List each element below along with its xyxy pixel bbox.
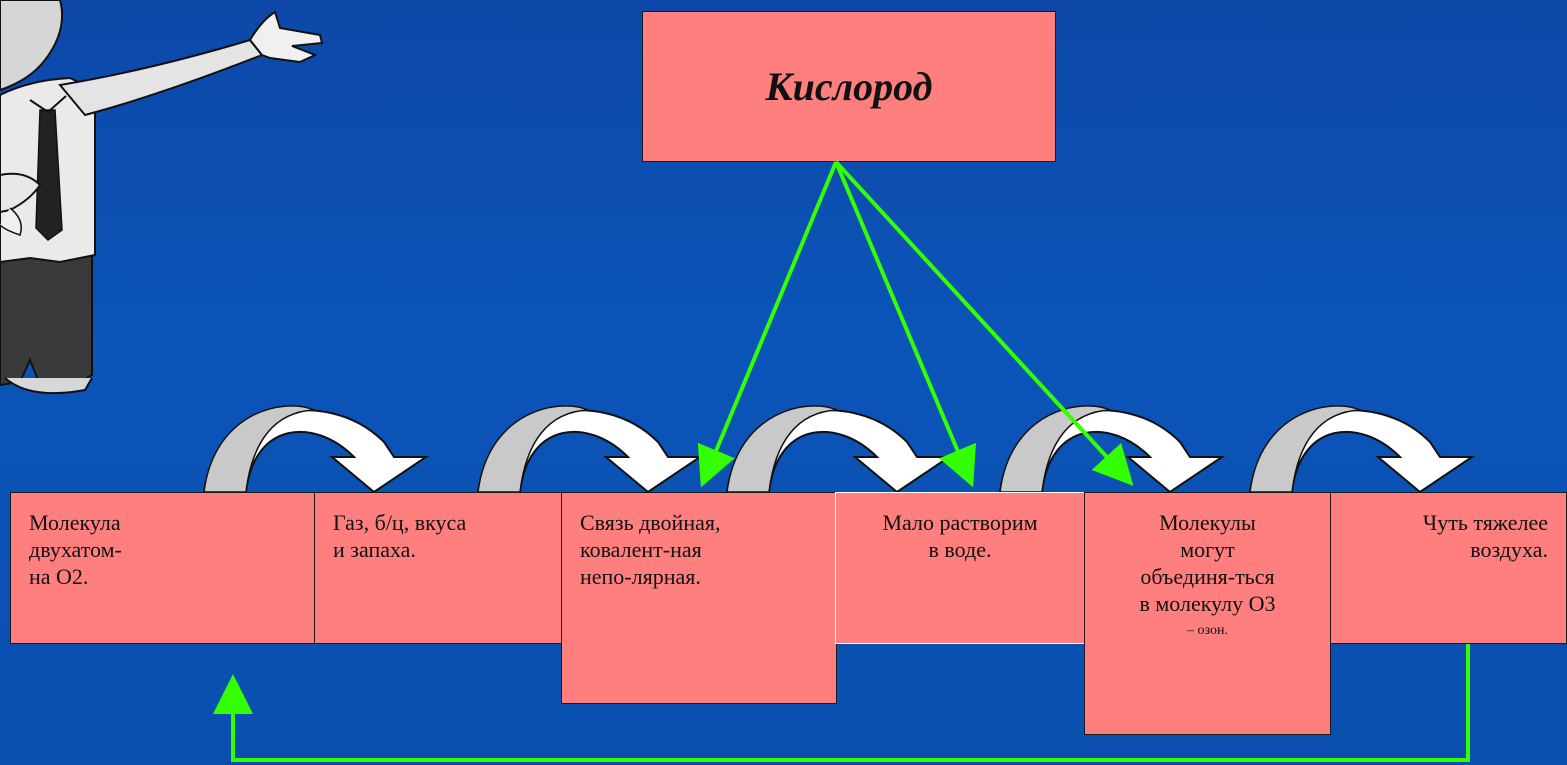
box-line: непо-лярная. <box>580 564 701 589</box>
box-line: ковалент-ная <box>580 537 702 562</box>
box-line: в молекулу О3 <box>1139 591 1276 616</box>
green-arrow-to-ozone <box>834 160 1134 486</box>
box-line: Молекула <box>29 510 121 535</box>
box-line: на О2. <box>29 564 89 589</box>
green-arrow-to-solubility <box>834 161 977 488</box>
box-line: воздуха. <box>1470 537 1548 562</box>
green-arrow-return-loop <box>213 644 1470 762</box>
box-line: Связь двойная, <box>580 510 721 535</box>
box-line: двухатом- <box>29 537 122 562</box>
property-box-molecule: Молекула двухатом- на О2. <box>10 492 315 644</box>
property-box-solubility: Мало растворим в воде. <box>835 492 1085 644</box>
box-line: Молекулы <box>1159 510 1256 535</box>
box-line: объединя-ться <box>1140 564 1275 589</box>
box-line: и запаха. <box>333 537 416 562</box>
title-box: Кислород <box>642 11 1056 162</box>
green-arrow-to-bond <box>697 161 838 488</box>
property-box-bond: Связь двойная, ковалент-ная непо-лярная. <box>561 492 837 704</box>
box-line: Газ, б/ц, вкуса <box>333 510 467 535</box>
property-box-ozone: Молекулы могут объединя-ться в молекулу … <box>1084 492 1331 735</box>
box-line: Мало растворим <box>882 510 1038 535</box>
property-box-weight: Чуть тяжелее воздуха. <box>1330 492 1567 644</box>
box-line: могут <box>1180 537 1235 562</box>
box-line: Чуть тяжелее <box>1422 510 1548 535</box>
cartoon-presenter-illustration <box>0 0 324 395</box>
box-note: – озон. <box>1187 623 1228 638</box>
title-text: Кислород <box>765 64 933 109</box>
box-line: в воде. <box>928 537 992 562</box>
